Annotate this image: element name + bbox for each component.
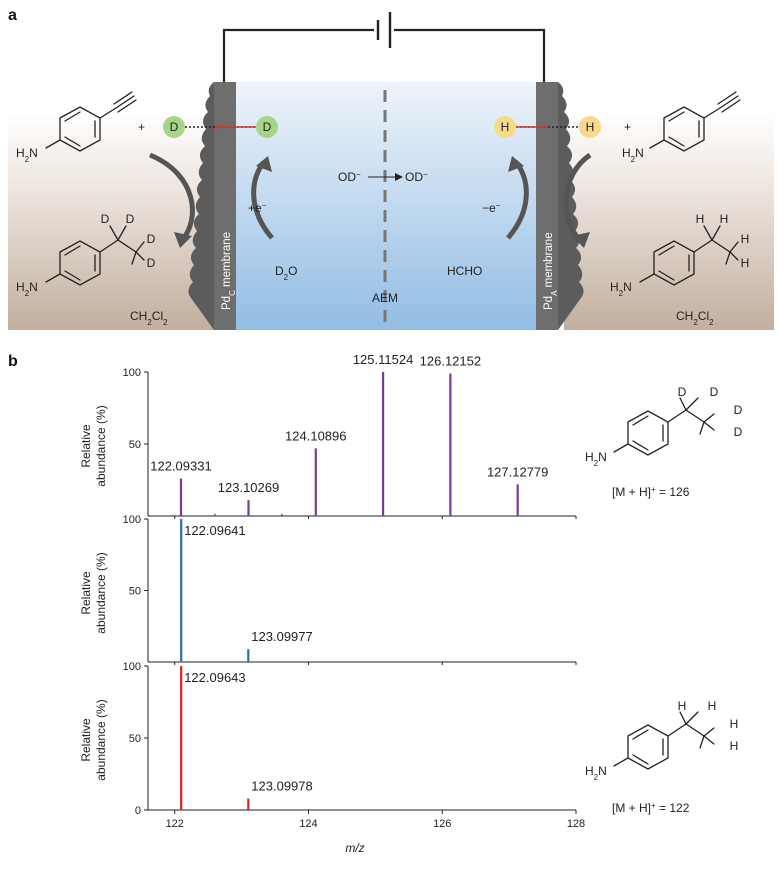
peak-label: 122.09641: [184, 523, 245, 538]
cathode-organic-label: CH2Cl2: [130, 309, 168, 327]
svg-text:H: H: [730, 739, 739, 753]
anode-electron-label: −e−: [482, 201, 501, 216]
y-tick-label: 100: [123, 514, 141, 526]
cathode-organic-phase: [8, 110, 214, 330]
spectrum-intermediate: 50 100 122.09641 123.09977: [123, 514, 577, 665]
anode-organic-phase: [564, 110, 774, 330]
x-tick-label: 126: [433, 818, 451, 830]
cathode-membrane-label: Pd: [221, 296, 233, 310]
peak-label: 124.10896: [285, 428, 346, 443]
anode-reaction-arrow: [563, 152, 592, 242]
anode-electron-arrow: [506, 160, 529, 240]
electrolyte-compartment: [236, 82, 536, 330]
svg-text:H: H: [586, 120, 595, 134]
y-tick-label: 50: [129, 439, 141, 451]
svg-text:D: D: [734, 403, 743, 417]
ylabel-bottom-line2: abundance (%): [94, 699, 108, 780]
x-tick-label: 124: [299, 818, 317, 830]
svg-text:PdA membrane: PdA membrane: [543, 232, 559, 310]
deuterium-atom-left: [163, 116, 185, 138]
ylabel-top-line1: Relative: [79, 424, 93, 468]
peak-label: 123.09978: [251, 778, 312, 793]
svg-text:H: H: [730, 717, 739, 731]
ylabel-middle-line2: abundance (%): [94, 552, 108, 633]
hydrogen-atom-right: [579, 116, 601, 138]
ion-to: OD−: [405, 170, 428, 185]
svg-text:H2N: H2N: [585, 450, 607, 468]
anode-membrane: PdA membrane: [536, 82, 584, 330]
peak-label: 125.11524: [353, 352, 414, 367]
panel-b-letter: b: [8, 353, 18, 370]
svg-text:D: D: [101, 212, 110, 226]
svg-text:D: D: [170, 120, 179, 134]
svg-text:D: D: [126, 212, 135, 226]
svg-text:H2N: H2N: [585, 764, 607, 782]
cathode-electron-arrow: [251, 160, 274, 240]
panel-a-letter: a: [8, 7, 17, 24]
svg-text:H: H: [708, 699, 717, 713]
y-tick-label: 50: [129, 733, 141, 745]
svg-text:D: D: [147, 256, 156, 270]
anolyte-label: HCHO: [447, 264, 482, 278]
plus-sign-left: +: [138, 120, 145, 134]
deuterium-atom-right: [256, 116, 278, 138]
svg-text:D: D: [678, 385, 687, 399]
structure-protio-product: H H H H H2N [M + H]+ = 122: [585, 699, 738, 815]
peak-label: 122.09643: [184, 670, 245, 685]
ylabel-bottom-line1: Relative: [79, 718, 93, 762]
svg-text:H: H: [741, 232, 750, 246]
protio-ethylaniline: H H H H H2N: [610, 212, 749, 298]
svg-text:H2N: H2N: [16, 146, 38, 164]
catholyte-label: D2O: [275, 264, 297, 282]
aem-label: AEM: [372, 291, 398, 305]
ethynylaniline-left: H2N: [16, 91, 137, 164]
peak-label: 123.10269: [218, 480, 279, 495]
peak-label: 123.09977: [251, 629, 312, 644]
svg-text:D: D: [147, 232, 156, 246]
svg-text:H: H: [678, 699, 687, 713]
ion-from: OD−: [338, 170, 361, 185]
cathode-membrane: PdC membrane: [188, 82, 237, 330]
cathode-electron-label: +e−: [248, 201, 267, 216]
svg-text:D: D: [710, 385, 719, 399]
ion-label-126: [M + H]+ = 126: [612, 485, 690, 500]
x-tick-label: 128: [567, 818, 585, 830]
deuterated-ethylaniline: D D D D H2N: [16, 212, 156, 298]
plus-sign-right: +: [624, 120, 631, 134]
y-tick-label: 100: [123, 367, 141, 379]
y-tick-label: 50: [129, 586, 141, 598]
hydrogen-atom-left: [494, 116, 516, 138]
svg-text:H: H: [696, 212, 705, 226]
peak-label: 122.09331: [150, 459, 211, 474]
svg-text:D: D: [263, 120, 272, 134]
x-tick-label: 122: [166, 818, 184, 830]
circuit-wire: [222, 28, 546, 82]
ion-label-122: [M + H]+ = 122: [612, 801, 690, 816]
x-axis-label: m/z: [345, 841, 364, 855]
structure-deuterated-product: D D D D H2N [M + H]+ = 126: [585, 385, 743, 499]
ylabel-top-line2: abundance (%): [94, 405, 108, 486]
svg-text:H2N: H2N: [610, 280, 632, 298]
peak-label: 127.12779: [487, 464, 548, 479]
svg-text:H2N: H2N: [622, 146, 644, 164]
anode-membrane-label: Pd: [543, 296, 555, 310]
peak-label: 126.12152: [420, 353, 481, 368]
svg-text:PdC membrane: PdC membrane: [221, 232, 237, 310]
svg-text:H: H: [501, 120, 510, 134]
anode-organic-label: CH2Cl2: [676, 309, 714, 327]
ethynylaniline-right: H2N: [622, 91, 741, 164]
y-tick-label: 100: [123, 661, 141, 673]
svg-text:H: H: [741, 256, 750, 270]
y-tick-label: 0: [135, 805, 141, 817]
svg-text:H: H: [720, 212, 729, 226]
svg-text:H2N: H2N: [16, 280, 38, 298]
spectrum-protio: 0 50 100 122 124 126 128 122.09643 123.09978: [123, 661, 586, 830]
cathode-reaction-arrow: [149, 152, 195, 242]
svg-text:D: D: [734, 425, 743, 439]
ylabel-middle-line1: Relative: [79, 571, 93, 615]
spectrum-deuterated: 50 100 122.09331 123.10269 124.10896 125.1152…: [123, 352, 577, 519]
